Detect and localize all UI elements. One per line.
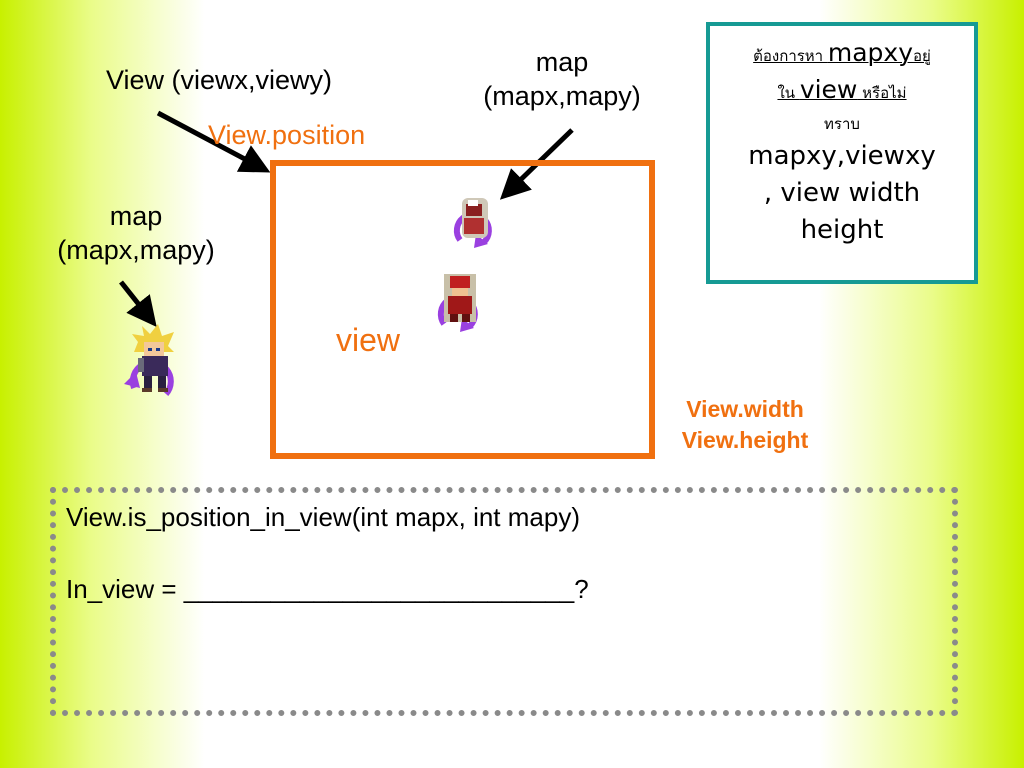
code-blank-line	[66, 535, 942, 571]
info-line-2: ใน view หรือไม่	[716, 73, 968, 110]
view-word-label: view	[336, 322, 401, 358]
info-line-2-suffix: หรือไม่	[857, 84, 907, 102]
view-rectangle	[270, 160, 655, 459]
info-box: ต้องการหา mapxyอยู่ ใน view หรือไม่ ทราบ…	[706, 22, 978, 284]
info-line-1: ต้องการหา mapxyอยู่	[716, 36, 968, 73]
map-label-top-line1: map	[535, 47, 589, 77]
info-line-2-prefix: ใน	[777, 84, 800, 102]
view-dimensions-label: View.width View.height	[660, 394, 830, 456]
info-line-1-suffix: อยู่	[913, 47, 931, 65]
character-sprite-icon	[437, 274, 478, 332]
info-line-1-big: mapxy	[827, 38, 914, 67]
view-height-label: View.height	[681, 427, 809, 453]
code-box: View.is_position_in_view(int mapx, int m…	[50, 487, 958, 716]
view-width-label: View.width	[686, 396, 804, 422]
view-position-label: View.position	[208, 120, 366, 150]
map-label-left-line1: map	[109, 201, 163, 231]
map-label-top-line2: (mapx,mapy)	[483, 81, 641, 111]
code-line-2: In_view = ___________________________?	[66, 574, 589, 604]
code-line-1: View.is_position_in_view(int mapx, int m…	[66, 502, 580, 532]
info-line-2-big: view	[799, 75, 858, 104]
map-label-left: map (mapx,mapy)	[36, 199, 236, 267]
info-line-4: mapxy,viewxy	[748, 141, 936, 171]
arrow-icon	[119, 280, 157, 327]
character-sprite-icon	[124, 324, 174, 396]
arrow-icon	[156, 110, 271, 173]
view-coordinate-label: View (viewx,viewy)	[106, 65, 333, 95]
map-label-top: map (mapx,mapy)	[462, 45, 662, 113]
info-line-3: ทราบ	[824, 115, 860, 133]
character-sprite-icon	[453, 198, 492, 248]
info-line-5: , view width	[763, 178, 921, 208]
info-line-1-prefix: ต้องการหา	[753, 47, 828, 65]
map-label-left-line2: (mapx,mapy)	[57, 235, 215, 265]
info-line-6: height	[800, 215, 884, 245]
